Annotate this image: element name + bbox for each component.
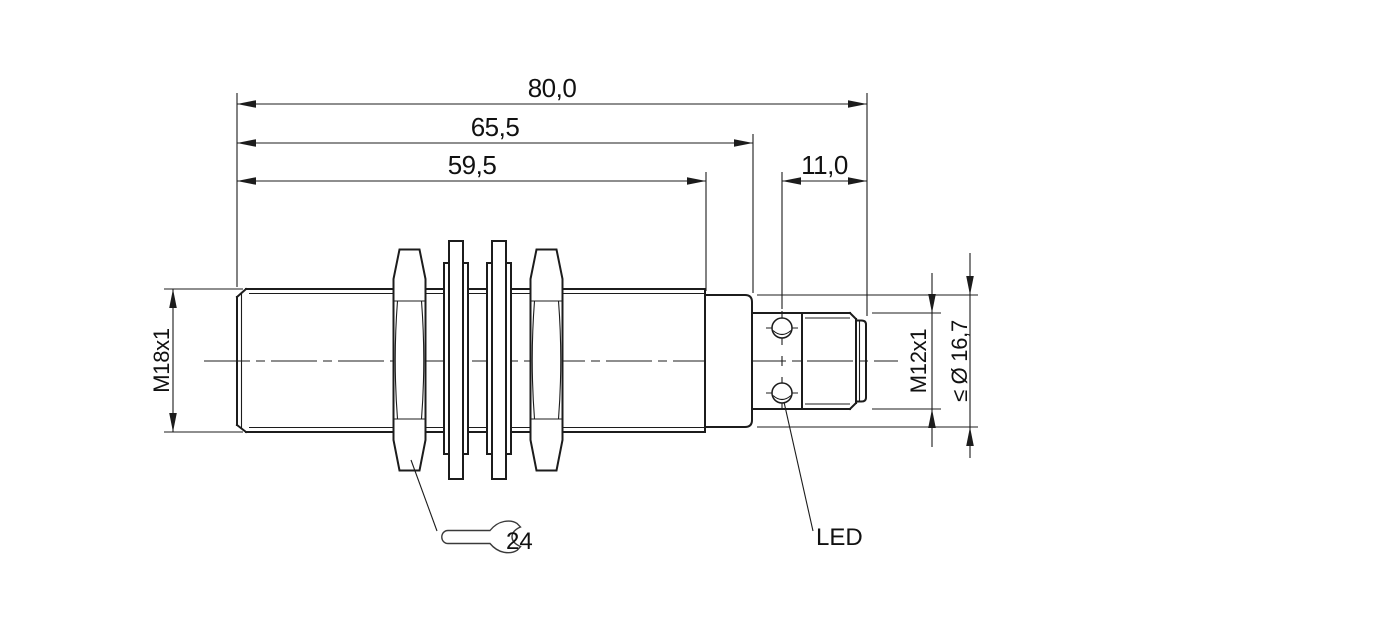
wrench-callout: 24 bbox=[410, 459, 533, 555]
dim-housing-length-label: 65,5 bbox=[471, 112, 520, 142]
dim-connector-length-label: 11,0 bbox=[801, 150, 848, 180]
lock-washer-2 bbox=[486, 240, 512, 480]
led-leader-line bbox=[783, 401, 814, 532]
hex-nut-2 bbox=[529, 248, 564, 472]
dimension-housing-length: 65,5 bbox=[237, 112, 754, 293]
led-indicator-top bbox=[766, 317, 798, 339]
housing-collar bbox=[704, 294, 753, 428]
wrench-size-label: 24 bbox=[506, 528, 533, 555]
dimension-front-thread: M18x1 bbox=[149, 288, 243, 433]
wrench-leader-line bbox=[410, 459, 438, 532]
dimension-connector-thread: M12x1 bbox=[872, 273, 941, 447]
led-indicator-bottom bbox=[766, 382, 798, 404]
front-thread-label: M18x1 bbox=[149, 328, 174, 393]
wrench-icon bbox=[441, 520, 522, 554]
led-label: LED bbox=[816, 524, 863, 551]
dim-overall-length-label: 80,0 bbox=[528, 73, 577, 103]
connector-thread-label: M12x1 bbox=[906, 329, 931, 394]
hex-nut-1 bbox=[392, 248, 427, 472]
led-callout: LED bbox=[783, 401, 863, 551]
sensor-barrel bbox=[235, 287, 706, 434]
dimension-max-diameter: ≤ Ø 16,7 bbox=[757, 253, 978, 458]
dim-thread-length-label: 59,5 bbox=[448, 150, 497, 180]
lock-washer-1 bbox=[443, 240, 469, 480]
dimension-overall-length: 80,0 bbox=[236, 73, 868, 316]
max-diameter-label: ≤ Ø 16,7 bbox=[947, 320, 972, 402]
dimension-thread-length: 59,5 bbox=[237, 150, 707, 291]
connector-section bbox=[751, 311, 867, 411]
dimension-connector-length: 11,0 bbox=[781, 150, 867, 309]
